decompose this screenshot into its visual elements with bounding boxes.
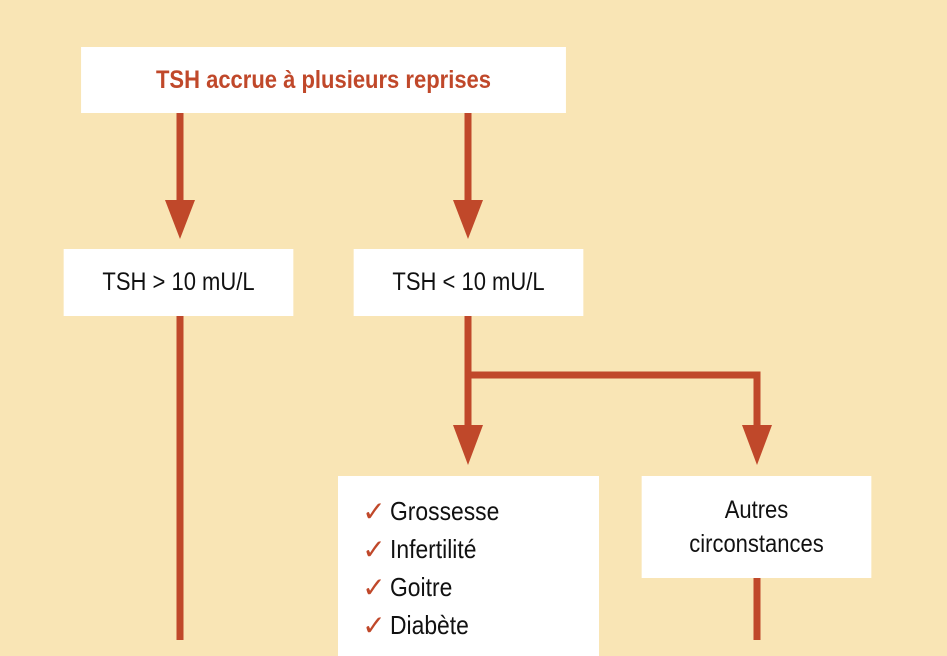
- checklist-item: ✓Diabète: [358, 606, 480, 644]
- top-node: TSH accrue à plusieurs reprises: [81, 47, 566, 113]
- arrowhead: [453, 425, 483, 465]
- node-other-circumstances: Autres circonstances: [641, 476, 872, 578]
- node-tsh-above-10: TSH > 10 mU/L: [63, 249, 294, 316]
- checklist-item: ✓Infertilité: [358, 530, 488, 568]
- check-icon: ✓: [362, 495, 386, 527]
- checklist-item: ✓Goitre: [358, 568, 461, 606]
- checklist-item: ✓Grossesse: [358, 492, 514, 530]
- check-icon: ✓: [362, 571, 386, 603]
- node-tsh-below-10: TSH < 10 mU/L: [353, 249, 584, 316]
- arrowhead: [165, 200, 195, 239]
- connector-arrows: [165, 113, 772, 640]
- arrowhead: [742, 425, 772, 465]
- arrowhead: [453, 200, 483, 239]
- checklist-node: ✓Grossesse ✓Infertilité ✓Goitre ✓Diabète: [338, 476, 599, 656]
- check-icon: ✓: [362, 533, 386, 565]
- check-icon: ✓: [362, 609, 386, 641]
